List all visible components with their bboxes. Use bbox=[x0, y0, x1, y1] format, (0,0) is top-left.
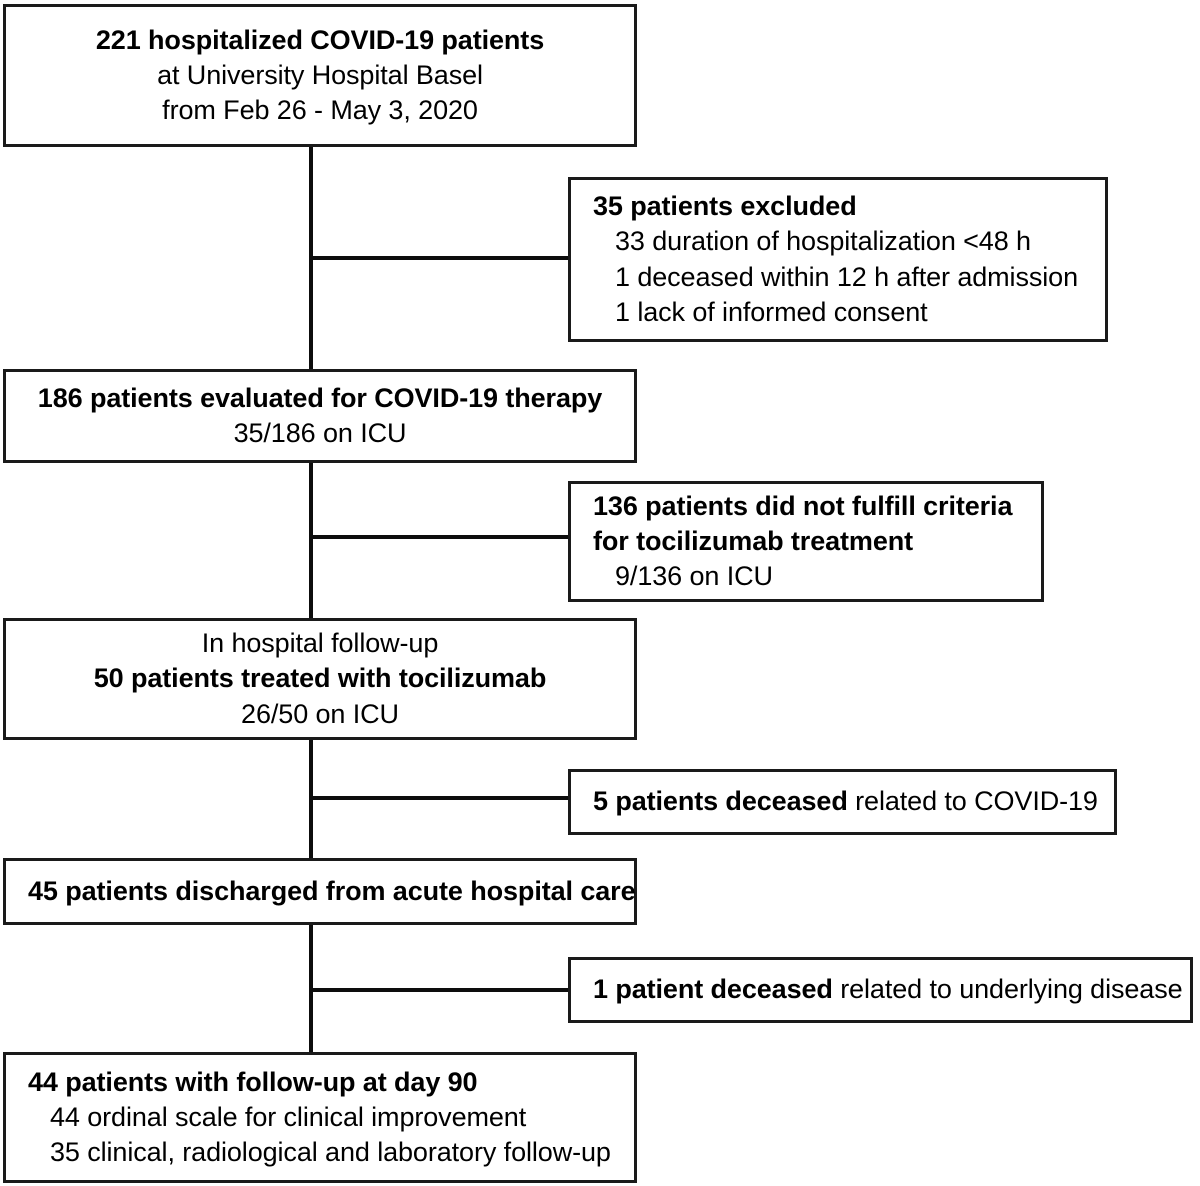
evaluated-line-1: 186 patients evaluated for COVID-19 ther… bbox=[37, 382, 603, 413]
node-evaluated: 186 patients evaluated for COVID-19 ther… bbox=[3, 369, 637, 463]
deceased-underlying-bold: 1 patient deceased bbox=[593, 974, 833, 1005]
node-excluded: 35 patients excluded 33 duration of hosp… bbox=[568, 177, 1108, 342]
connector-branch-to-deceased-underlying bbox=[309, 988, 571, 992]
node-discharged: 45 patients discharged from acute hospit… bbox=[3, 858, 637, 925]
discharged-line-1: 45 patients discharged from acute hospit… bbox=[28, 875, 636, 906]
evaluated-line-2: 35/186 on ICU bbox=[233, 418, 407, 448]
treated-line-1: In hospital follow-up bbox=[201, 628, 439, 659]
connector-trunk-evaluated-to-treated bbox=[309, 460, 313, 622]
node-followup: 44 patients with follow-up at day 90 44 … bbox=[3, 1052, 637, 1183]
not-fulfilled-line-3: 9/136 on ICU bbox=[615, 561, 773, 592]
excluded-line-3: 1 deceased within 12 h after admission bbox=[615, 261, 1078, 292]
not-fulfilled-line-1: 136 patients did not fulfill criteria bbox=[593, 490, 1013, 521]
treated-line-3: 26/50 on ICU bbox=[241, 698, 399, 729]
excluded-line-1: 35 patients excluded bbox=[593, 191, 857, 222]
connector-branch-to-not-fulfilled bbox=[309, 535, 571, 539]
cohort-line-3: from Feb 26 - May 3, 2020 bbox=[162, 95, 478, 126]
deceased-covid-bold: 5 patients deceased bbox=[593, 786, 848, 817]
node-deceased-underlying: 1 patient deceased related to underlying… bbox=[568, 957, 1193, 1023]
excluded-line-2: 33 duration of hospitalization <48 h bbox=[615, 226, 1031, 257]
excluded-line-4: 1 lack of informed consent bbox=[615, 296, 928, 327]
cohort-line-1: 221 hospitalized COVID-19 patients bbox=[95, 24, 545, 55]
cohort-line-2: at University Hospital Basel bbox=[157, 59, 483, 90]
deceased-covid-text: 5 patients deceased related to COVID-19 bbox=[571, 784, 1098, 819]
deceased-underlying-rest: related to underlying disease bbox=[832, 974, 1183, 1005]
followup-line-3: 35 clinical, radiological and laboratory… bbox=[50, 1137, 611, 1168]
not-fulfilled-line-2: for tocilizumab treatment bbox=[593, 525, 914, 556]
deceased-covid-rest: related to COVID-19 bbox=[847, 786, 1098, 817]
connector-branch-to-excluded bbox=[309, 256, 571, 260]
node-cohort: 221 hospitalized COVID-19 patients at Un… bbox=[3, 4, 637, 147]
followup-line-1: 44 patients with follow-up at day 90 bbox=[28, 1066, 478, 1097]
connector-branch-to-deceased-covid bbox=[309, 796, 571, 800]
node-treated: In hospital follow-up 50 patients treate… bbox=[3, 618, 637, 740]
node-deceased-covid: 5 patients deceased related to COVID-19 bbox=[568, 769, 1117, 835]
deceased-underlying-text: 1 patient deceased related to underlying… bbox=[571, 972, 1183, 1007]
followup-line-2: 44 ordinal scale for clinical improvemen… bbox=[50, 1101, 527, 1132]
node-not-fulfilled: 136 patients did not fulfill criteria fo… bbox=[568, 481, 1044, 602]
treated-line-2: 50 patients treated with tocilizumab bbox=[93, 663, 547, 694]
